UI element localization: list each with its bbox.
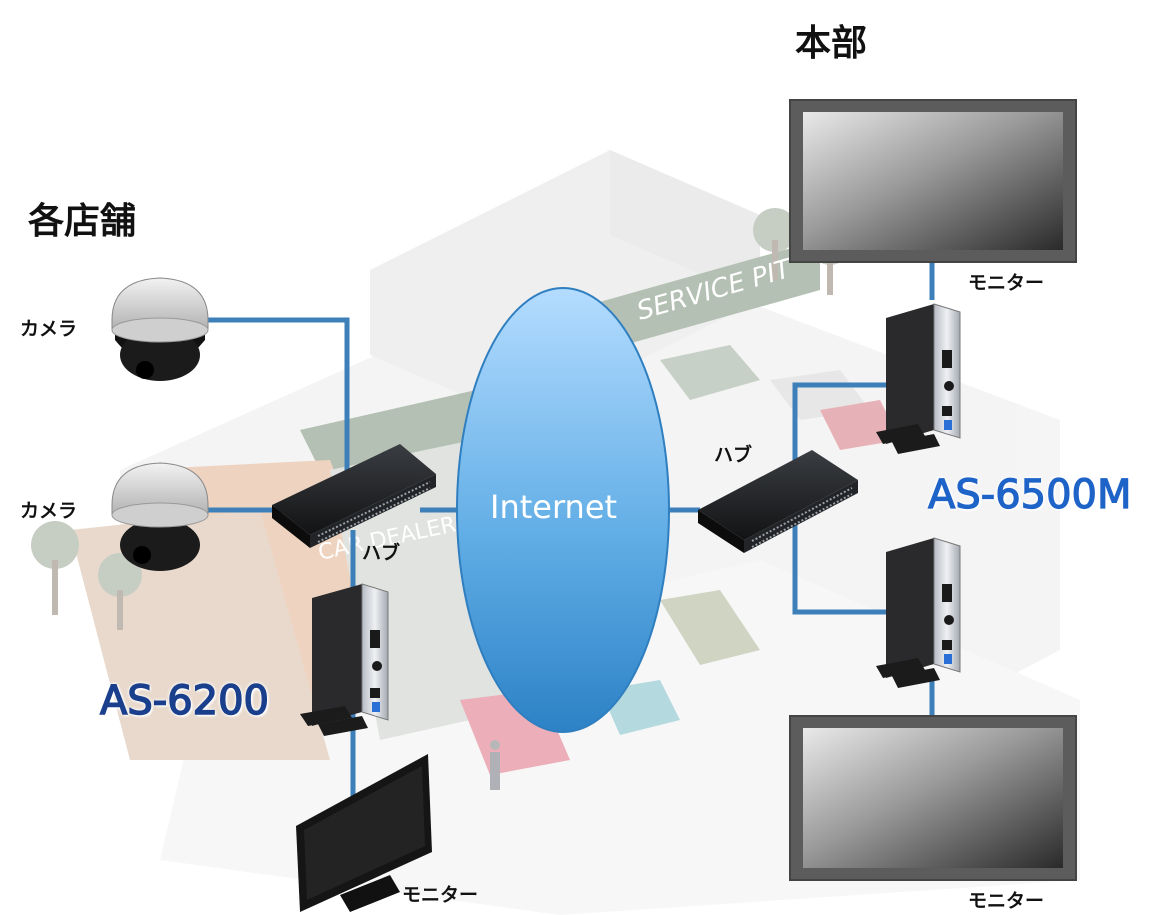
dome-camera-1 <box>111 277 209 381</box>
internet-label: Internet <box>490 488 618 526</box>
hq-monitor-bottom-label: モニター <box>968 890 1045 912</box>
hub-left-label: ハブ <box>362 542 401 564</box>
hq-pc-2 <box>876 537 961 688</box>
store-title: 各店舗 <box>28 201 137 242</box>
hq-monitor-top <box>789 99 1077 263</box>
hub-right <box>698 450 858 553</box>
camera-2-label: カメラ <box>20 500 78 522</box>
model-hq-label: AS-6500M <box>927 471 1132 518</box>
hq-pc-1 <box>876 303 961 454</box>
model-store-label: AS-6200 <box>99 677 269 725</box>
dome-camera-2 <box>111 462 209 571</box>
cable-hub-hq-pc1 <box>792 382 890 480</box>
store-monitor <box>296 754 432 912</box>
hub-left <box>272 444 436 548</box>
cable-camera1-hub <box>200 317 350 490</box>
hub-right-label: ハブ <box>714 444 753 466</box>
hq-monitor-bottom <box>789 715 1077 881</box>
internet-cloud <box>456 287 670 733</box>
hq-monitor-top-label: モニター <box>968 272 1045 294</box>
cable-hub-hq-pc2 <box>792 525 892 615</box>
hq-title: 本部 <box>795 23 868 64</box>
store-monitor-label: モニター <box>402 884 479 906</box>
store-pc <box>300 583 389 736</box>
camera-1-label: カメラ <box>20 318 78 340</box>
